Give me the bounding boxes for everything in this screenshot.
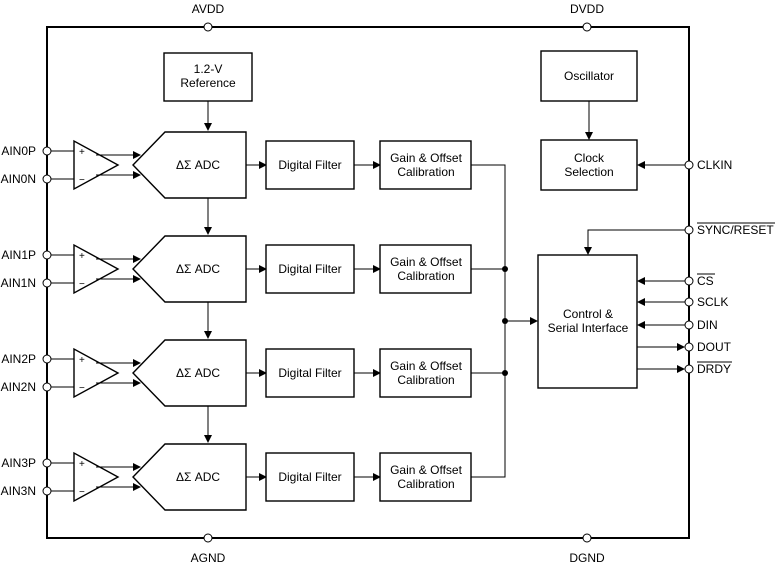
calibration-2-label-line2: Calibration: [397, 373, 454, 387]
adc-3-label: ΔΣ ADC: [176, 470, 220, 484]
amp-minus-sign: −: [79, 383, 85, 394]
cs-label: CS: [697, 274, 714, 288]
ain1p-pin: [42, 250, 52, 260]
ain0n-label: AIN0N: [1, 172, 36, 186]
channel-group: AIN0P AIN0N + − ΔΣ ADC Digital Filter Ga…: [1, 131, 472, 511]
reference-block: 1.2-V Reference: [163, 52, 253, 102]
din-label: DIN: [697, 318, 718, 332]
input-amplifier-1: [73, 243, 120, 295]
adc-1-label: ΔΣ ADC: [176, 262, 220, 276]
reference-label-line2: Reference: [180, 76, 236, 90]
calibration-1-label-line2: Calibration: [397, 269, 454, 283]
adc-0-label: ΔΣ ADC: [176, 158, 220, 172]
cs-pin: CS: [637, 273, 715, 288]
avdd-label: AVDD: [192, 2, 225, 16]
amp-plus-sign: +: [79, 459, 85, 470]
calibration-0-label-line1: Gain & Offset: [390, 151, 462, 165]
digital-filter-3: [265, 452, 355, 502]
amp-minus-sign: −: [79, 175, 85, 186]
sync-reset-label: SYNC/RESET: [697, 223, 774, 237]
ain2p-label: AIN2P: [1, 352, 36, 366]
digital-filter-1: [265, 244, 355, 294]
dout-label: DOUT: [697, 340, 732, 354]
clock-selection-label-line1: Clock: [574, 151, 605, 165]
ain3n-pin: [42, 486, 52, 496]
agnd-label: AGND: [191, 551, 226, 565]
oscillator-label: Oscillator: [564, 69, 614, 83]
ain1n-pin: [42, 278, 52, 288]
amp-plus-sign: +: [79, 355, 85, 366]
clkin-pin: CLKIN: [637, 158, 732, 172]
clock-selection-block: Clock Selection: [540, 139, 638, 191]
calibration-1-label-line1: Gain & Offset: [390, 255, 462, 269]
power-pin-agnd: AGND: [191, 533, 226, 565]
amp-minus-sign: −: [79, 487, 85, 498]
calibration-3-label-line2: Calibration: [397, 477, 454, 491]
input-amplifier-0: [73, 139, 120, 191]
power-pin-dvdd: DVDD: [570, 2, 604, 32]
ain2p-pin: [42, 354, 52, 364]
clock-selection-label-line2: Selection: [564, 165, 613, 179]
power-pin-avdd: AVDD: [192, 2, 225, 32]
oscillator-block: Oscillator: [540, 50, 638, 102]
control-label-line1: Control &: [563, 307, 613, 321]
ain0p-pin: [42, 146, 52, 156]
adc-2-label: ΔΣ ADC: [176, 366, 220, 380]
digital-filter-2-label: Digital Filter: [278, 366, 341, 380]
calibration-3-label-line1: Gain & Offset: [390, 463, 462, 477]
calibration-bus: [471, 164, 538, 478]
digital-filter-1-label: Digital Filter: [278, 262, 341, 276]
reference-label-line1: 1.2-V: [194, 62, 223, 76]
drdy-label: DRDY: [697, 362, 731, 376]
ain3p-pin: [42, 458, 52, 468]
ain3p-label: AIN3P: [1, 456, 36, 470]
amp-plus-sign: +: [79, 147, 85, 158]
calibration-0-label-line2: Calibration: [397, 165, 454, 179]
ain1p-label: AIN1P: [1, 248, 36, 262]
channel-3: AIN3P AIN3N + − ΔΣ ADC Digital Filter Ga…: [1, 443, 472, 511]
digital-filter-3-label: Digital Filter: [278, 470, 341, 484]
sclk-label: SCLK: [697, 295, 728, 309]
drdy-pin: DRDY: [637, 361, 732, 376]
amp-minus-sign: −: [79, 279, 85, 290]
input-amplifier-3: [73, 451, 120, 503]
calibration-2: [379, 348, 472, 398]
ain3n-label: AIN3N: [1, 484, 36, 498]
dgnd-label: DGND: [569, 551, 605, 565]
ain2n-pin: [42, 382, 52, 392]
channel-2: AIN2P AIN2N + − ΔΣ ADC Digital Filter Ga…: [1, 339, 472, 407]
ain0n-pin: [42, 174, 52, 184]
dvdd-label: DVDD: [570, 2, 604, 16]
amp-plus-sign: +: [79, 251, 85, 262]
ain0p-label: AIN0P: [1, 144, 36, 158]
power-pin-dgnd: DGND: [569, 533, 605, 565]
digital-filter-2: [265, 348, 355, 398]
calibration-2-label-line1: Gain & Offset: [390, 359, 462, 373]
dout-pin: DOUT: [637, 340, 732, 354]
clkin-label: CLKIN: [697, 158, 732, 172]
channel-0: AIN0P AIN0N + − ΔΣ ADC Digital Filter Ga…: [1, 131, 472, 199]
sclk-pin: SCLK: [637, 295, 728, 309]
control-label-line2: Serial Interface: [548, 321, 629, 335]
calibration-0: [379, 140, 472, 190]
din-pin: DIN: [637, 318, 718, 332]
control-interface-block: Control & Serial Interface: [537, 254, 638, 389]
channel-1: AIN1P AIN1N + − ΔΣ ADC Digital Filter Ga…: [1, 235, 472, 303]
calibration-3: [379, 452, 472, 502]
sync-reset-pin: SYNC/RESET: [584, 222, 775, 255]
ain1n-label: AIN1N: [1, 276, 36, 290]
digital-filter-0-label: Digital Filter: [278, 158, 341, 172]
digital-filter-0: [265, 140, 355, 190]
input-amplifier-2: [73, 347, 120, 399]
ain2n-label: AIN2N: [1, 380, 36, 394]
